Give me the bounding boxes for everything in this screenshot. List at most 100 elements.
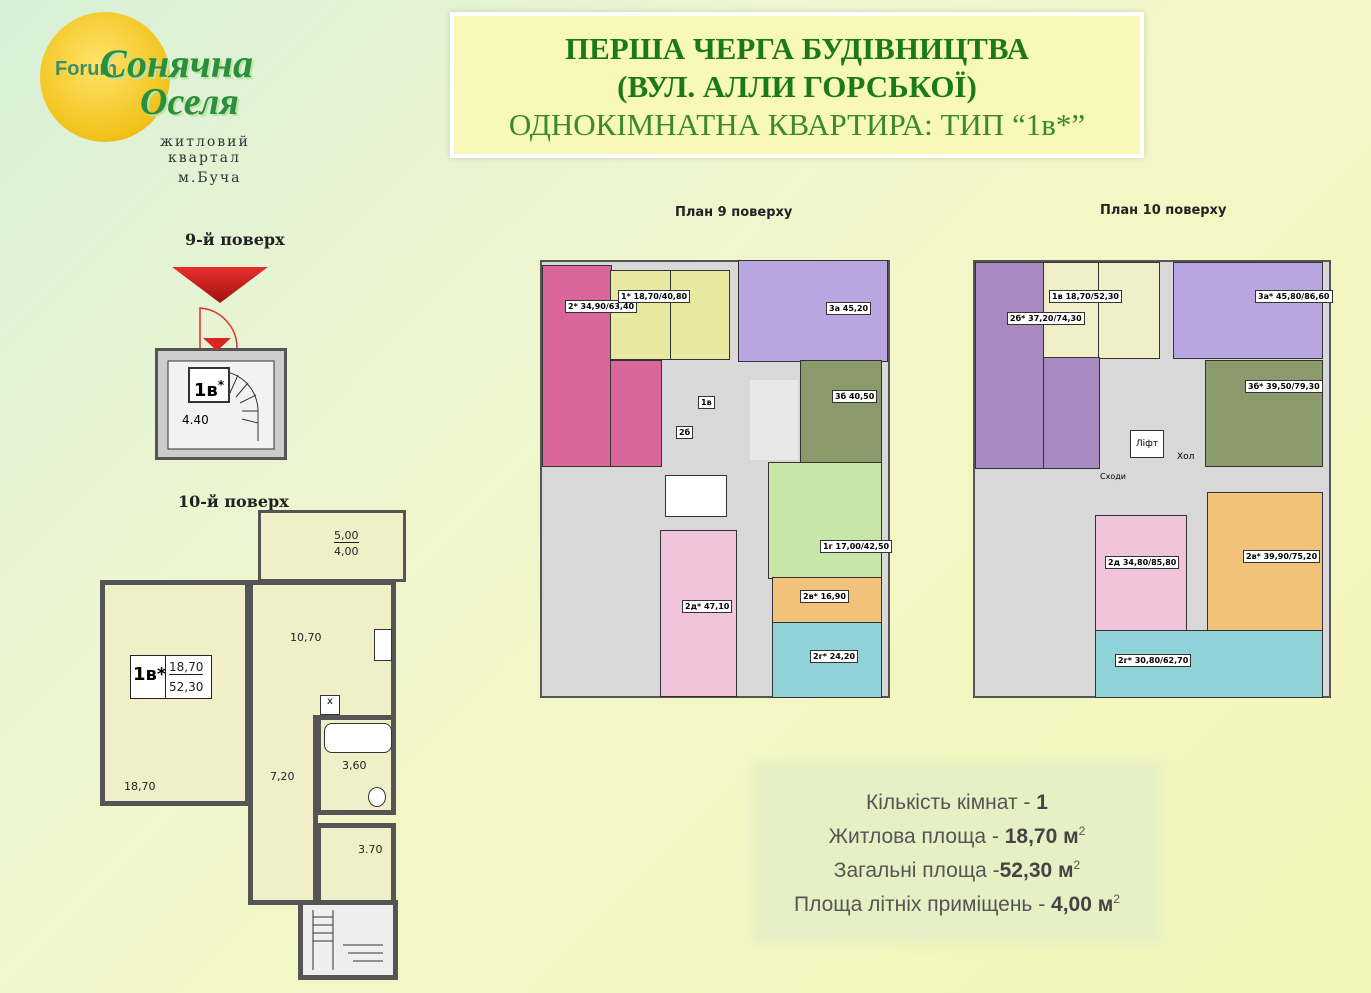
stove-icon <box>374 629 392 661</box>
info-total: Загальні площа -52,30 м2 <box>758 851 1156 885</box>
main-room-area: 18,70 <box>124 780 156 793</box>
p10-2g-b: 62,70 <box>1162 656 1189 665</box>
door-icon <box>199 307 238 351</box>
apt-2d <box>660 530 737 697</box>
title-line3: ОДНОКІМНАТНА КВАРТИРА: ТИП “1в*” <box>508 107 1086 142</box>
apartment-plan: 5,00 4,00 1в* 18,70 52,30 18,70 10,70 x … <box>98 505 416 985</box>
stairs-label: Сходи <box>1100 472 1126 481</box>
hall <box>248 715 318 905</box>
toilet-icon <box>368 787 386 807</box>
p10-2b-code: 2б* <box>1010 314 1026 323</box>
p9-2d-code: 2д* <box>685 602 702 611</box>
apt-2d-p10 <box>1095 515 1187 632</box>
unit-label-box: 1в* 18,70 52,30 <box>130 655 212 699</box>
staircase <box>298 900 398 980</box>
info-sup: 2 <box>1078 824 1086 838</box>
logo-watermark: Forum <box>55 58 118 80</box>
info-total-label: Загальні площа - <box>833 859 1000 882</box>
logo-sun <box>40 12 170 142</box>
stair-icon <box>312 910 383 970</box>
lift: Ліфт <box>1130 430 1164 458</box>
closet <box>316 823 396 905</box>
floor9-unit: 1в <box>193 380 218 401</box>
apt-1g <box>768 462 882 579</box>
p10-3b-a: 39,50 <box>1266 382 1292 391</box>
p10-2v-b: 75,20 <box>1291 552 1318 561</box>
plan9: 2* 34,90/63,40 1* 18,70/40,80 3а 45,20 3… <box>510 230 922 702</box>
info-total-value: 52,30 м <box>999 859 1074 882</box>
info-summer: Площа літніх приміщень - 4,00 м2 <box>758 885 1156 919</box>
title-line1: ПЕРША ЧЕРГА БУДІВНИЦТВА <box>565 31 1029 66</box>
bath-area: 3,60 <box>342 759 367 772</box>
p9-2star-code: 2* <box>568 302 578 311</box>
p9-1star-a: 18,70 <box>633 292 659 301</box>
p9-1star-b: 40,80 <box>661 292 688 301</box>
p9-3a-code: 3а <box>829 304 840 313</box>
hall-area: 7,20 <box>270 770 295 783</box>
p9-3a-a: 45,20 <box>842 304 869 313</box>
p9-2g-code: 2г* <box>813 652 827 661</box>
unit-total: 52,30 <box>169 680 204 694</box>
info-sup: 2 <box>1113 892 1120 906</box>
info-summer-label: Площа літніх приміщень - <box>794 893 1052 916</box>
p10-2b-a: 37,20 <box>1028 314 1054 323</box>
p10-3a-code: 3а* <box>1258 292 1274 301</box>
unit-code: 1в* <box>133 664 167 685</box>
balcony-num: 5,00 <box>334 529 359 543</box>
info-sup: 2 <box>1073 858 1081 872</box>
bathtub-icon <box>324 723 392 753</box>
p9-2v-a: 16,90 <box>820 592 846 601</box>
p10-1v-code: 1в <box>1052 292 1063 301</box>
p9-2v-code: 2в* <box>803 592 818 601</box>
info-rooms: Кількість кімнат - 1 <box>758 788 1156 817</box>
logo-sub3: м.Буча <box>178 170 242 186</box>
p9-1g-code: 1г <box>823 542 833 551</box>
hall-label: Хол <box>1177 452 1195 462</box>
closet-area: 3.70 <box>358 843 383 856</box>
apt-2b <box>975 262 1045 469</box>
p10-2d-a: 34,80 <box>1122 558 1149 567</box>
info-living-label: Житлова площа - <box>828 825 1005 848</box>
p9-2d-a: 47,10 <box>704 602 730 611</box>
unit-living: 18,70 <box>169 660 204 675</box>
info-rooms-value: 1 <box>1036 791 1048 814</box>
p9-2b-code: 2б <box>676 426 694 439</box>
down-arrow-icon <box>172 267 268 303</box>
logo-name-line1: Сонячна <box>100 41 253 86</box>
balcony <box>258 510 406 582</box>
apt-3a-star <box>1173 262 1323 359</box>
apt-1star <box>610 270 672 360</box>
plan10: Ліфт Хол Сходи 2б* 37,20/74,30 1в 18,70/… <box>945 230 1355 702</box>
sink-icon: x <box>320 695 340 715</box>
p9-1star-code: 1* <box>621 292 631 301</box>
p10-3a-b: 86,60 <box>1304 292 1330 301</box>
kitchen-area: 10,70 <box>290 631 322 644</box>
p10-2b-b: 74,30 <box>1056 314 1082 323</box>
info-living: Житлова площа - 18,70 м2 <box>758 817 1156 851</box>
p10-2v-a: 39,90 <box>1263 552 1289 561</box>
p10-3b-b: 79,30 <box>1294 382 1320 391</box>
p9-2star-a: 34,90 <box>580 302 606 311</box>
floor9-star: * <box>217 378 225 392</box>
p9-1g-a: 17,00 <box>835 542 861 551</box>
apt-1v <box>1043 262 1100 359</box>
p10-3b-code: 3б* <box>1248 382 1264 391</box>
apt-2star <box>542 265 612 467</box>
p10-2v-code: 2в* <box>1246 552 1261 561</box>
apt-3b <box>800 360 882 464</box>
p9-2star-b: 63,40 <box>608 302 635 311</box>
p9-1v-code: 1в <box>698 396 715 409</box>
info-living-value: 18,70 м <box>1004 825 1079 848</box>
floor10-label: 10-й поверх <box>178 492 289 511</box>
floor9-label: 9-й поверх <box>185 230 285 249</box>
p10-3a-a: 45,80 <box>1275 292 1302 301</box>
p10-1v-a: 18,70 <box>1065 292 1091 301</box>
plan9-title: План 9 поверху <box>675 205 793 220</box>
p10-2g-a: 30,80 <box>1134 656 1161 665</box>
plan10-title: План 10 поверху <box>1100 203 1227 218</box>
p9-3b-code: 3б <box>835 392 847 401</box>
apt-3b-star <box>1205 360 1323 467</box>
p10-2g-code: 2г* <box>1118 656 1132 665</box>
p10-2d-b: 85,80 <box>1151 558 1177 567</box>
balcony-den: 4,00 <box>334 545 359 558</box>
